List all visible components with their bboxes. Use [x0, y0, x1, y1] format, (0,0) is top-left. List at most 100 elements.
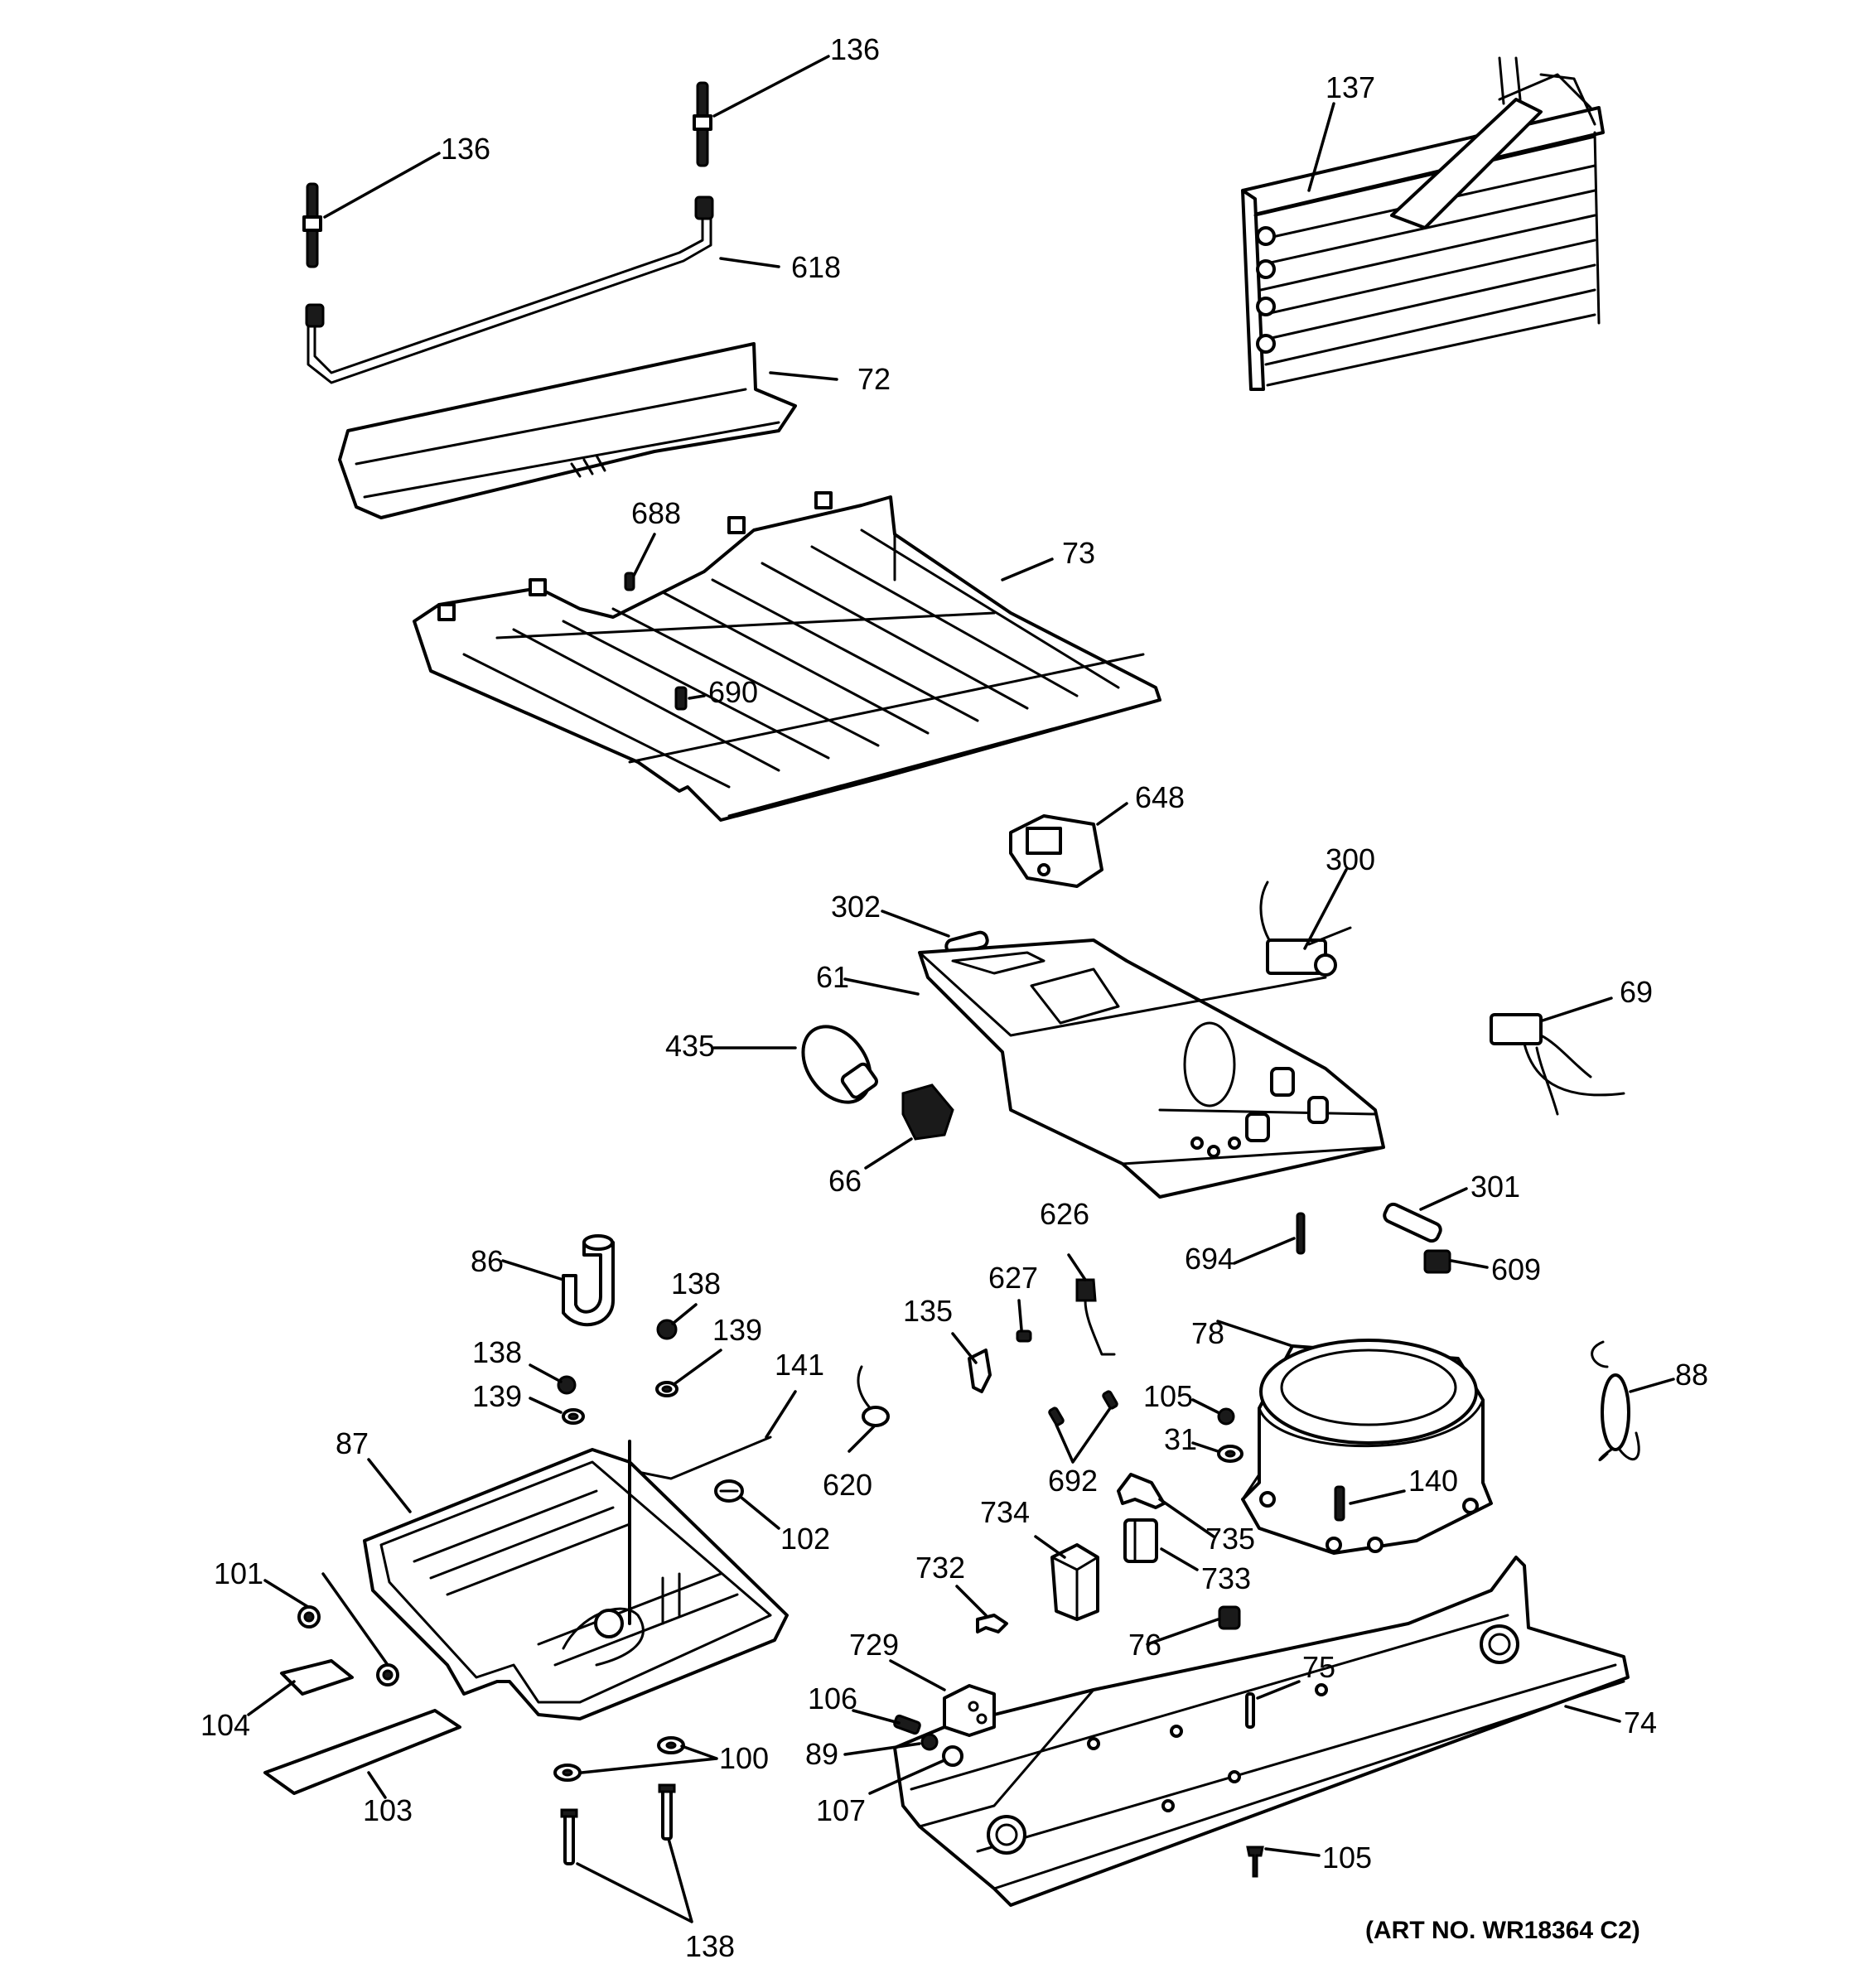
part-626-cord: [1075, 1278, 1116, 1356]
callout-729: 729: [849, 1628, 899, 1662]
part-106-screw: [893, 1714, 921, 1735]
callout-86: 86: [471, 1244, 504, 1278]
callout-74: 74: [1624, 1706, 1657, 1740]
callout-88: 88: [1675, 1358, 1708, 1392]
callout-648: 648: [1135, 780, 1185, 814]
callout-690: 690: [708, 675, 758, 709]
callout-89: 89: [805, 1737, 838, 1771]
callout-137: 137: [1326, 70, 1375, 104]
callout-618: 618: [791, 250, 841, 284]
part-692-screws: [1048, 1390, 1118, 1426]
part-694-screw: [1296, 1212, 1306, 1255]
part-100-washer-a: [657, 1736, 685, 1754]
part-86-drain-tube: [562, 1234, 615, 1327]
callout-101: 101: [214, 1556, 263, 1590]
part-137-evaporator: [1241, 56, 1605, 391]
callout-435: 435: [665, 1029, 715, 1063]
callout-734: 734: [980, 1495, 1030, 1529]
art-number: (ART NO. WR18364 C2): [1365, 1917, 1640, 1944]
callout-76: 76: [1128, 1628, 1161, 1662]
part-103-strip: [263, 1709, 461, 1795]
callout-626: 626: [1040, 1197, 1089, 1231]
callout-61: 61: [816, 960, 849, 994]
callout-106: 106: [808, 1682, 857, 1715]
part-648-thermostat: [1009, 814, 1103, 888]
callout-69: 69: [1620, 975, 1653, 1009]
part-139-washer-a: [655, 1381, 678, 1397]
callout-136: 136: [830, 32, 880, 66]
part-688-screw: [624, 572, 635, 591]
callout-labels: 136 136 137 618 72 688 73 690 648 300 30…: [200, 32, 1708, 1963]
part-69-harness: [1490, 1013, 1625, 1116]
part-729-terminal-block: [943, 1684, 996, 1737]
part-89-washer: [920, 1733, 939, 1751]
callout-66: 66: [828, 1164, 862, 1198]
part-627-clip: [1016, 1329, 1032, 1343]
part-136-fitting-right: [693, 81, 712, 167]
part-733-cover: [1123, 1518, 1158, 1563]
part-101-nut-a: [297, 1605, 321, 1629]
part-141-heater-wire: [628, 1436, 772, 1480]
callout-735: 735: [1205, 1522, 1255, 1556]
callout-104: 104: [200, 1708, 250, 1742]
part-435-bulb: [801, 1025, 878, 1104]
callout-301: 301: [1470, 1170, 1520, 1204]
part-618-tube: [305, 195, 714, 384]
part-61-housing: [918, 939, 1385, 1199]
part-620-wire: [857, 1365, 890, 1427]
callout-105: 105: [1322, 1841, 1372, 1875]
part-72-trough: [338, 342, 797, 519]
part-734-relay: [1050, 1543, 1099, 1621]
part-140-bolt: [1334, 1485, 1345, 1522]
callout-732: 732: [915, 1551, 965, 1585]
part-735-overload: [1117, 1473, 1166, 1509]
callout-139: 139: [712, 1313, 762, 1347]
part-102-grommet: [714, 1479, 744, 1503]
part-138-nut-a: [656, 1319, 678, 1340]
part-78-compressor: [1241, 1339, 1493, 1555]
part-609-clip: [1423, 1249, 1451, 1274]
callout-302: 302: [831, 890, 881, 924]
callout-141: 141: [775, 1348, 824, 1382]
part-75-screw: [1245, 1692, 1255, 1729]
callout-31: 31: [1164, 1422, 1197, 1456]
part-690-screw: [674, 686, 688, 711]
callout-627: 627: [988, 1261, 1038, 1295]
callout-105: 105: [1143, 1379, 1193, 1413]
part-76-grommet: [1218, 1605, 1241, 1630]
callout-87: 87: [336, 1426, 369, 1460]
part-138-nut-b: [557, 1375, 577, 1395]
callout-692: 692: [1048, 1464, 1098, 1498]
part-300-switch: [1259, 881, 1352, 977]
callout-733: 733: [1201, 1561, 1251, 1595]
callout-620: 620: [823, 1468, 872, 1502]
part-100-washer-b: [553, 1764, 582, 1782]
callout-102: 102: [780, 1522, 830, 1556]
part-104-pad: [280, 1659, 354, 1696]
callout-136: 136: [441, 132, 490, 166]
callout-140: 140: [1408, 1464, 1458, 1498]
part-73-cover: [413, 491, 1161, 822]
part-66-socket: [901, 1083, 954, 1141]
callout-100: 100: [719, 1741, 769, 1775]
callout-107: 107: [816, 1793, 866, 1827]
part-31-washer: [1217, 1445, 1243, 1463]
callout-300: 300: [1326, 842, 1375, 876]
part-138-bolt-c: [560, 1783, 676, 1865]
part-107-grommet: [942, 1745, 963, 1767]
callout-138: 138: [685, 1929, 735, 1963]
callout-135: 135: [903, 1294, 953, 1328]
part-105-bolt-b: [1246, 1846, 1264, 1878]
callout-139: 139: [472, 1379, 522, 1413]
callout-609: 609: [1491, 1252, 1541, 1286]
callout-72: 72: [857, 362, 891, 396]
part-88-capacitor: [1591, 1340, 1640, 1462]
callout-694: 694: [1185, 1242, 1234, 1276]
callout-75: 75: [1302, 1650, 1335, 1684]
callout-138: 138: [671, 1267, 721, 1300]
part-732-clip: [976, 1614, 1008, 1633]
part-101-nut-b: [376, 1663, 399, 1686]
callout-103: 103: [363, 1793, 413, 1827]
part-105-grommet-a: [1217, 1407, 1235, 1426]
